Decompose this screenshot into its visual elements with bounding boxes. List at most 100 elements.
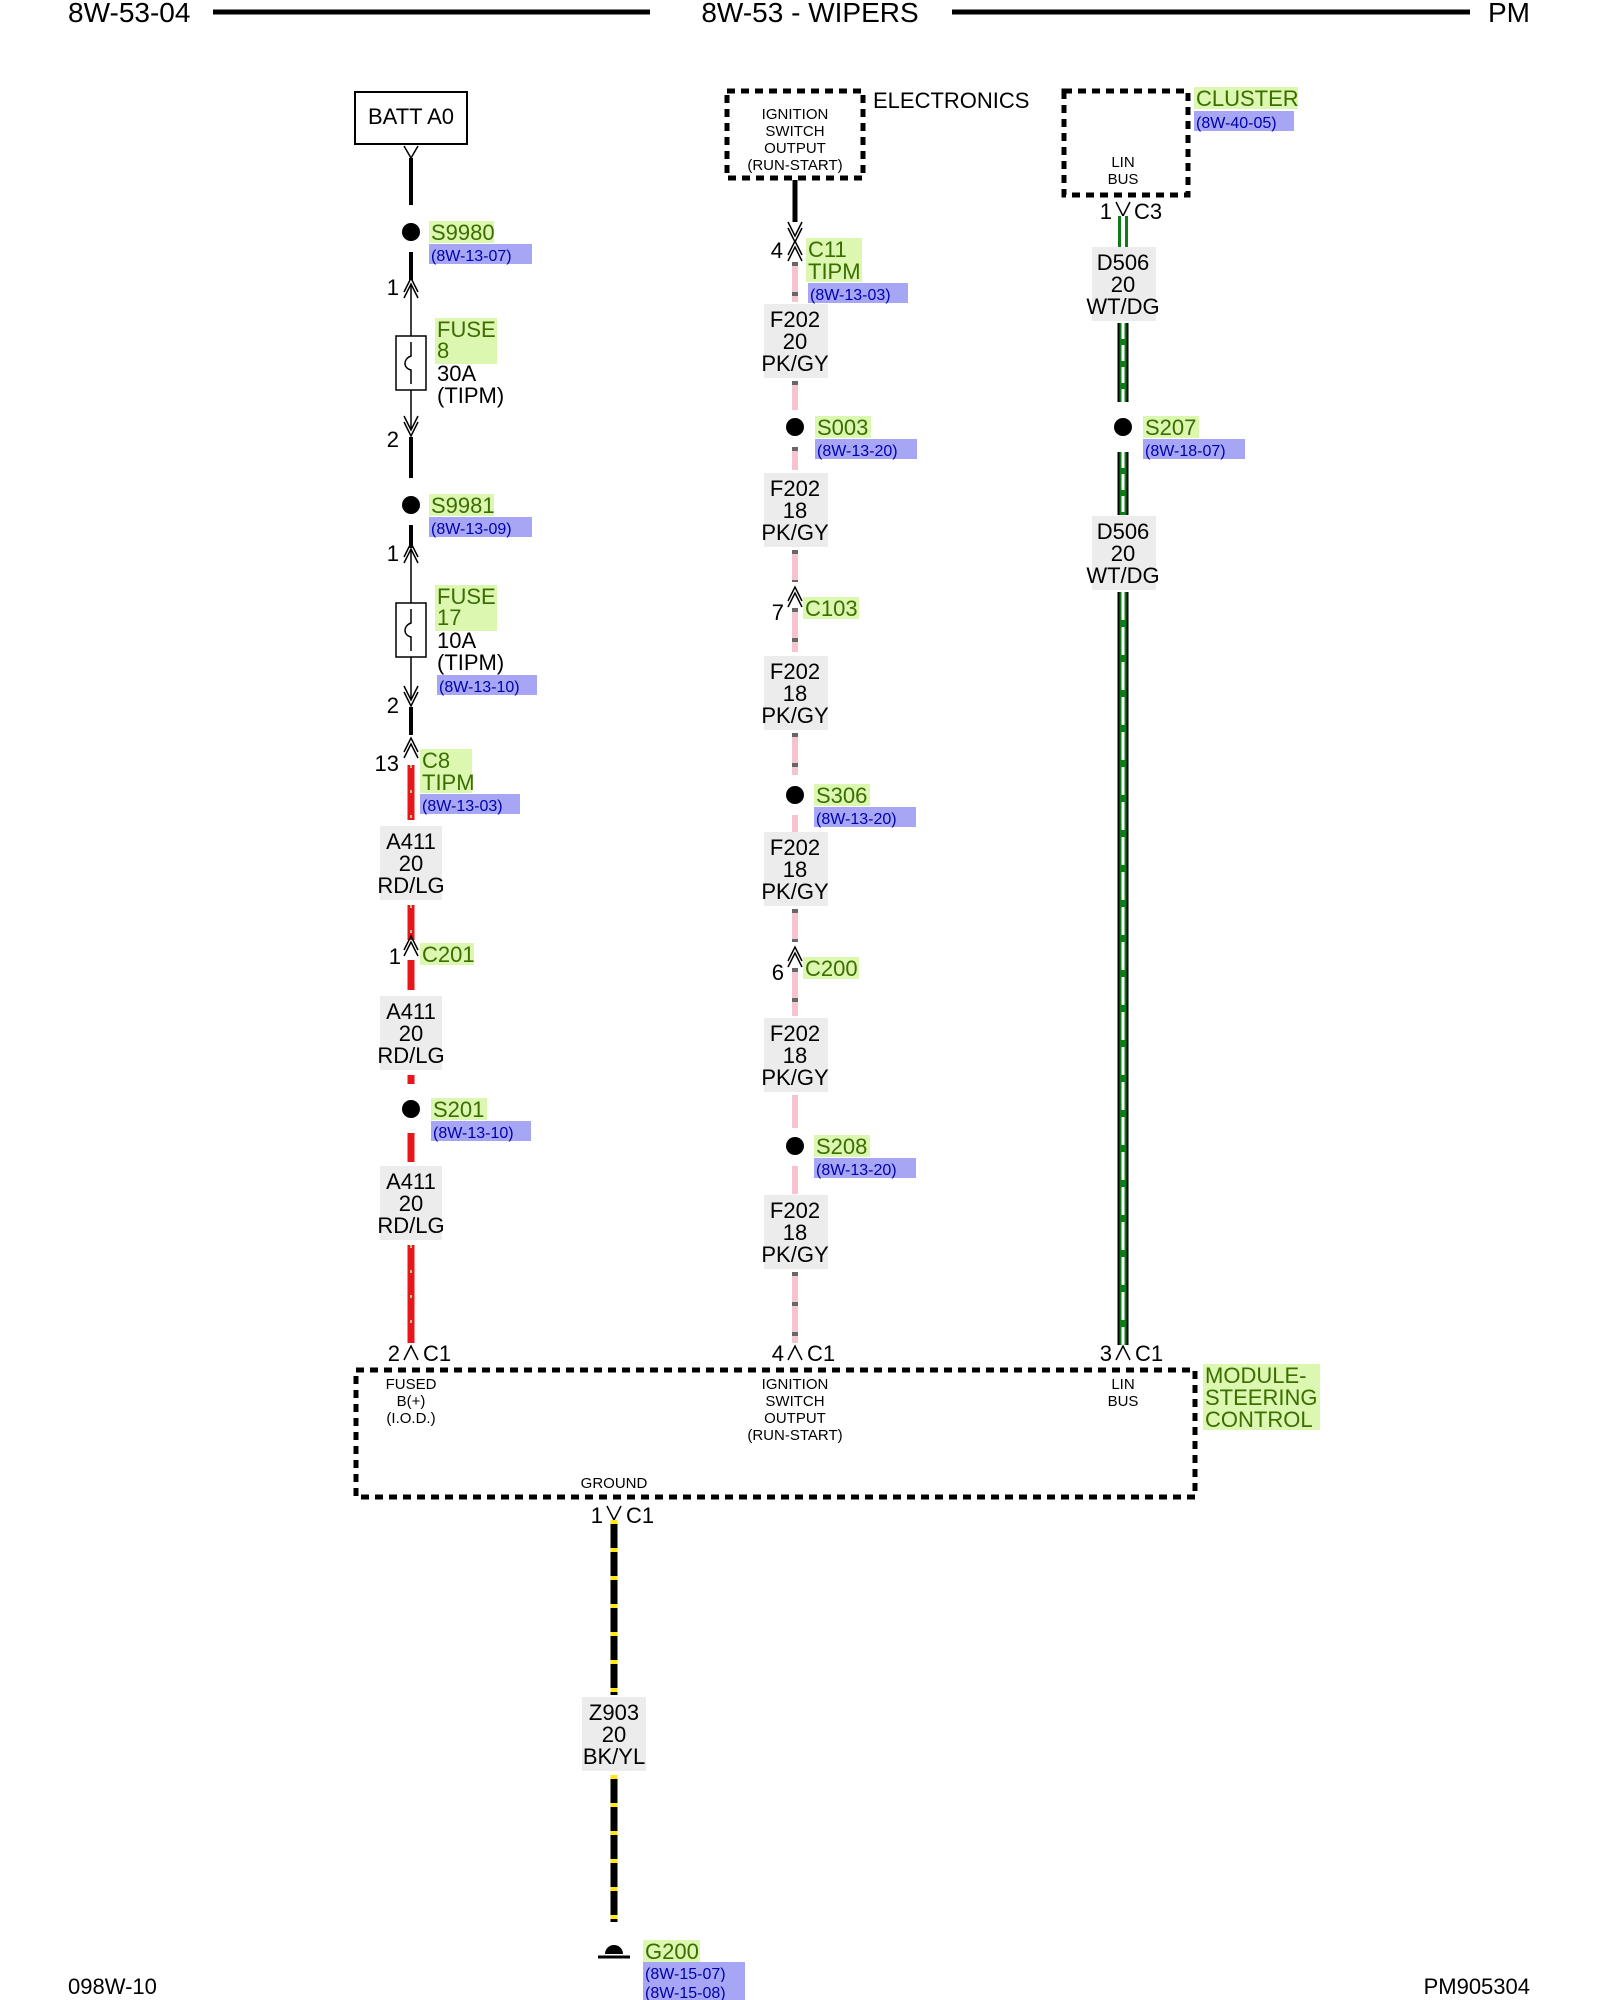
module-box [353, 1367, 1198, 1500]
svg-text:(8W-15-08): (8W-15-08) [645, 1985, 726, 2000]
svg-text:18: 18 [783, 857, 807, 882]
svg-text:2: 2 [387, 427, 399, 452]
svg-text:6: 6 [772, 960, 784, 985]
svg-text:PK/GY: PK/GY [761, 351, 829, 376]
module-label: MODULE- [1205, 1363, 1306, 1388]
svg-text:C1: C1 [1135, 1341, 1163, 1366]
svg-text:WT/DG: WT/DG [1086, 563, 1159, 588]
fuse-8-location: (TIPM) [437, 383, 504, 408]
splice-s207 [1114, 418, 1132, 436]
splice-s9980-label: S9980 [431, 220, 495, 245]
svg-text:20: 20 [602, 1722, 626, 1747]
svg-text:S207: S207 [1145, 415, 1196, 440]
fuse-8-number: 8 [437, 338, 449, 363]
svg-text:BUS: BUS [1108, 1393, 1139, 1410]
fuse-8-rating: 30A [437, 361, 476, 386]
svg-text:20: 20 [1111, 272, 1135, 297]
connector-c103-label: C103 [805, 596, 858, 621]
page-suffix: PM [1488, 0, 1530, 28]
svg-text:RD/LG: RD/LG [377, 1213, 444, 1238]
svg-text:F202: F202 [770, 835, 820, 860]
svg-text:BUS: BUS [1108, 171, 1139, 188]
svg-text:C1: C1 [807, 1341, 835, 1366]
page-code: 8W-53-04 [68, 0, 190, 28]
splice-s9980 [402, 223, 420, 241]
ground-circuit: Z903 20 BK/YL G200 (8W-15-07) (8W-15-08) [582, 1520, 745, 2000]
fuse-17-rating: 10A [437, 628, 476, 653]
svg-text:(8W-13-03): (8W-13-03) [422, 798, 503, 815]
electronics-label: ELECTRONICS [873, 88, 1029, 113]
footer: 098W-10 PM905304 [68, 1974, 1530, 1999]
svg-text:CONTROL: CONTROL [1205, 1407, 1313, 1432]
svg-text:LIN: LIN [1111, 154, 1134, 171]
svg-text:S201: S201 [433, 1097, 484, 1122]
svg-text:1: 1 [591, 1503, 603, 1528]
wire-d506-circuit: D506 [1097, 250, 1150, 275]
svg-text:C1: C1 [423, 1341, 451, 1366]
svg-text:13: 13 [375, 751, 399, 776]
svg-text:1: 1 [1100, 199, 1112, 224]
ground-g200-label: G200 [645, 1939, 699, 1964]
connector-c201-label: C201 [422, 942, 475, 967]
svg-text:20: 20 [399, 1191, 423, 1216]
fuse-17-number: 17 [437, 605, 461, 630]
svg-text:A411: A411 [386, 1169, 436, 1194]
module-pin-ground: GROUND [581, 1475, 648, 1492]
svg-text:(8W-13-10): (8W-13-10) [433, 1125, 514, 1142]
cluster-box [1061, 88, 1191, 198]
svg-text:(8W-15-07): (8W-15-07) [645, 1966, 726, 1983]
svg-text:(8W-13-09): (8W-13-09) [431, 521, 512, 538]
svg-text:2: 2 [387, 693, 399, 718]
svg-text:STEERING: STEERING [1205, 1385, 1317, 1410]
svg-text:4: 4 [771, 238, 783, 263]
svg-text:20: 20 [783, 329, 807, 354]
svg-text:18: 18 [783, 1043, 807, 1068]
svg-text:WT/DG: WT/DG [1086, 294, 1159, 319]
svg-text:2: 2 [388, 1341, 400, 1366]
svg-text:PK/GY: PK/GY [761, 879, 829, 904]
fuse-8-label: FUSE [437, 317, 496, 342]
footer-right-code: PM905304 [1424, 1974, 1530, 1999]
splice-s9980-ref: (8W-13-07) [431, 248, 512, 265]
splice-s9981 [402, 496, 420, 514]
middle-circuit: ELECTRONICS IGNITION SWITCH OUTPUT (RUN-… [724, 88, 1029, 1366]
svg-text:(8W-13-03): (8W-13-03) [810, 287, 891, 304]
svg-text:20: 20 [399, 851, 423, 876]
svg-text:PK/GY: PK/GY [761, 1065, 829, 1090]
svg-text:S208: S208 [816, 1134, 867, 1159]
svg-text:OUTPUT: OUTPUT [764, 140, 826, 157]
svg-text:IGNITION: IGNITION [762, 106, 829, 123]
splice-s201 [402, 1100, 420, 1118]
svg-text:18: 18 [783, 1220, 807, 1245]
ground-symbol [605, 1945, 623, 1954]
svg-text:RD/LG: RD/LG [377, 873, 444, 898]
svg-text:F202: F202 [770, 659, 820, 684]
svg-text:(8W-40-05): (8W-40-05) [1196, 115, 1277, 132]
splice-s306 [786, 786, 804, 804]
svg-text:S003: S003 [817, 415, 868, 440]
splice-s208 [786, 1137, 804, 1155]
svg-text:S9981: S9981 [431, 493, 495, 518]
svg-text:1: 1 [389, 944, 401, 969]
svg-text:S306: S306 [816, 783, 867, 808]
svg-text:F202: F202 [770, 476, 820, 501]
svg-text:(8W-13-10): (8W-13-10) [439, 679, 520, 696]
batt-box [354, 91, 468, 145]
right-circuit: CLUSTER (8W-40-05) LIN BUS 1 C3 D506 20 … [1061, 86, 1299, 1366]
svg-text:18: 18 [783, 681, 807, 706]
svg-text:C3: C3 [1134, 199, 1162, 224]
svg-text:20: 20 [1111, 541, 1135, 566]
svg-text:7: 7 [772, 600, 784, 625]
svg-text:(I.O.D.): (I.O.D.) [386, 1410, 435, 1427]
fuse-17-label: FUSE [437, 584, 496, 609]
connector-c11-label: C11 [808, 237, 847, 262]
svg-text:(8W-18-07): (8W-18-07) [1145, 443, 1226, 460]
svg-text:TIPM: TIPM [808, 259, 861, 284]
svg-text:B(+): B(+) [397, 1393, 426, 1410]
batt-label: BATT A0 [368, 104, 454, 129]
header: 8W-53-04 8W-53 - WIPERS PM [68, 0, 1530, 28]
fuse-17-location: (TIPM) [437, 650, 504, 675]
svg-text:TIPM: TIPM [422, 770, 475, 795]
module-steering-control: MODULE- STEERING CONTROL FUSED B(+) (I.O… [353, 1363, 1320, 1528]
